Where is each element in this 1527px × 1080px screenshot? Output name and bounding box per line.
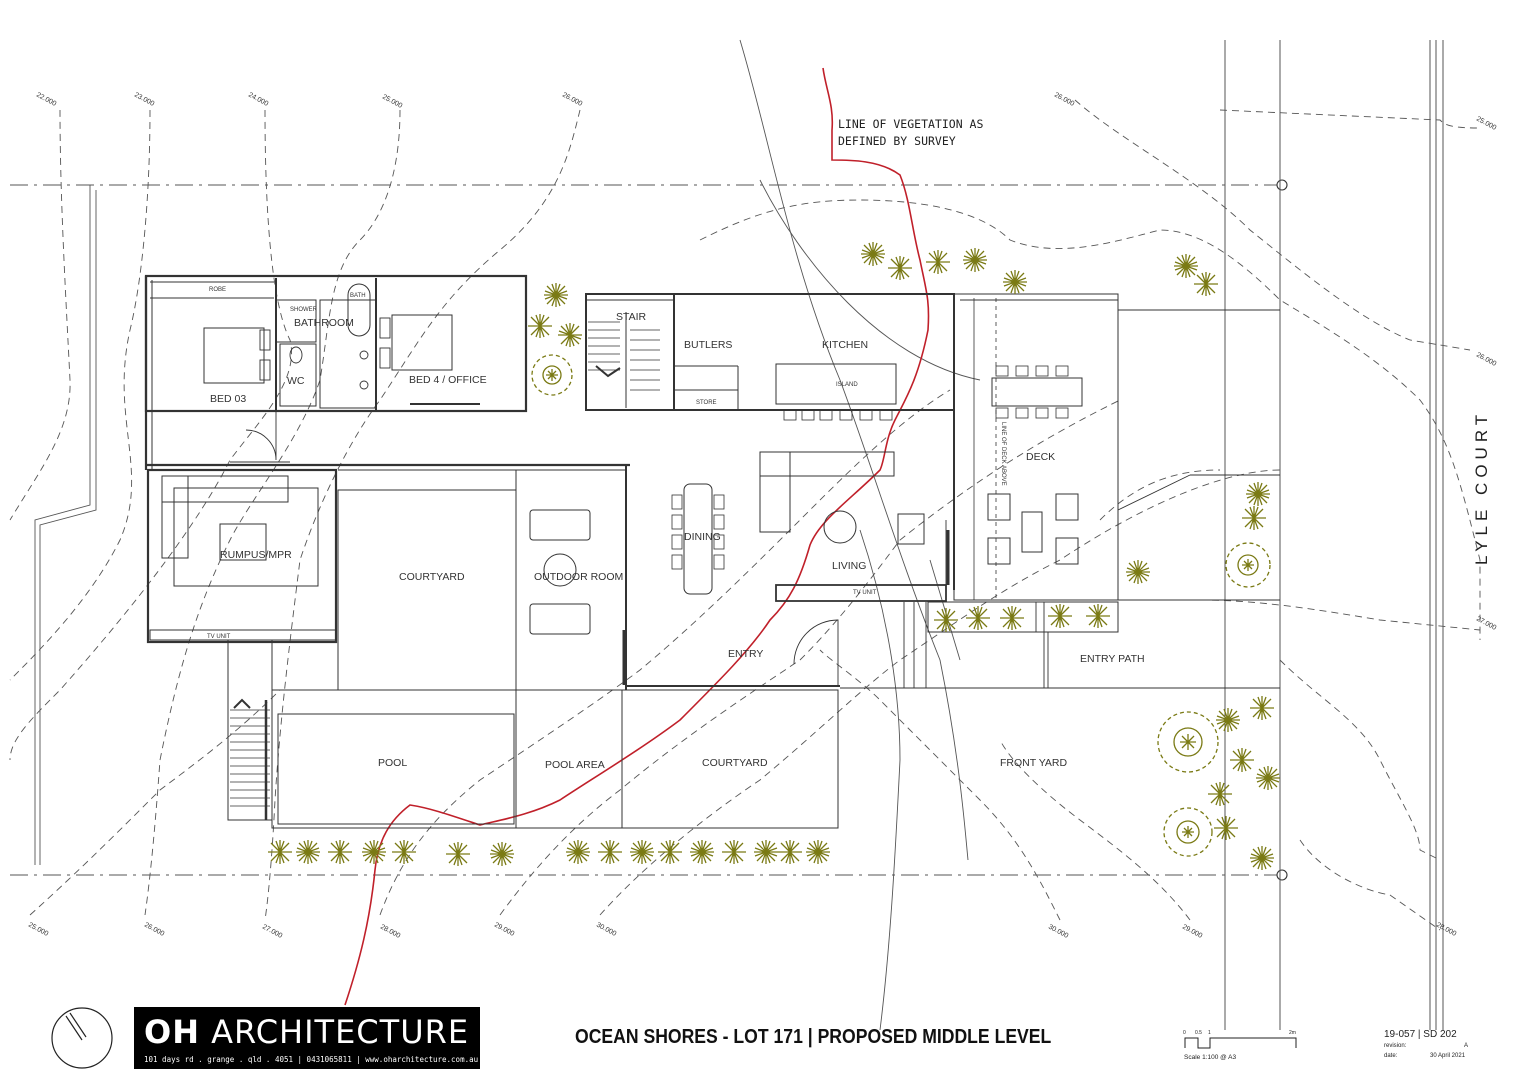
label-bath: BATH [350, 293, 366, 299]
room-labels: ROBE SHOWER BATH BATHROOM WC BED 03 BED … [207, 287, 1145, 771]
label-deck: DECK [1026, 451, 1055, 463]
contour-labels: 22.000 23.000 24.000 25.000 26.000 26.00… [27, 92, 1497, 940]
vegetation-line [344, 67, 930, 1006]
contour-label: 22.000 [35, 92, 57, 108]
contour-label: 25.000 [381, 94, 403, 110]
plants [268, 242, 1280, 870]
label-robe: ROBE [209, 287, 226, 293]
contour-label: 30.000 [595, 922, 617, 938]
date-label: date: [1384, 1053, 1398, 1059]
scale-bar-icon [1184, 1037, 1297, 1049]
label-living: LIVING [832, 560, 866, 572]
contour-label: 28.000 [379, 924, 401, 940]
scale-tick-05: 0.5 [1195, 1030, 1202, 1036]
contour-label: 28.000 [1435, 922, 1457, 938]
contour-label: 25.000 [27, 922, 49, 938]
label-island: ISLAND [836, 382, 858, 388]
contour-label: 26.000 [1053, 92, 1075, 108]
label-entry: ENTRY [728, 648, 763, 660]
label-pool-area: POOL AREA [545, 759, 605, 771]
street-name: LYLE COURT [1472, 410, 1491, 565]
label-shower: SHOWER [290, 307, 318, 313]
label-bathroom: BATHROOM [294, 317, 354, 329]
label-dining: DINING [684, 531, 721, 543]
label-rumpus: RUMPUS/MPR [220, 549, 292, 561]
site-lines [34, 39, 981, 1031]
vegetation-note-line-2: DEFINED BY SURVEY [838, 134, 956, 148]
contour-lines [9, 99, 1481, 931]
scale-tick-1: 1 [1208, 1030, 1211, 1036]
label-butlers: BUTLERS [684, 339, 732, 351]
firm-name-rest: ARCHITECTURE [199, 1013, 470, 1051]
contour-label: 25.000 [1475, 116, 1497, 132]
label-courtyard-front: COURTYARD [702, 757, 768, 769]
scale-tick-2: 2m [1289, 1030, 1296, 1036]
label-bed-03: BED 03 [210, 393, 246, 405]
label-entry-path: ENTRY PATH [1080, 653, 1145, 665]
firm-name: OH ARCHITECTURE [144, 1013, 469, 1051]
contour-label: 30.000 [1047, 924, 1069, 940]
contour-label: 26.000 [1475, 352, 1497, 368]
label-bed-4-office: BED 4 / OFFICE [409, 374, 487, 386]
label-courtyard-left: COURTYARD [399, 571, 465, 583]
contour-label: 29.000 [1181, 924, 1203, 940]
vegetation-note-line-1: LINE OF VEGETATION AS [838, 117, 983, 131]
contour-label: 24.000 [247, 92, 269, 108]
firm-name-bold: OH [144, 1013, 200, 1051]
label-line-of-deck-above: LINE OF DECK ABOVE [1000, 422, 1006, 486]
label-outdoor-room: OUTDOOR ROOM [534, 571, 623, 583]
firm-logo: OH ARCHITECTURE 101 days rd . grange . q… [134, 1007, 480, 1069]
label-store: STORE [696, 400, 717, 406]
label-wc: WC [287, 375, 305, 387]
building-walls [144, 274, 1280, 829]
date-value: 30 April 2021 [1430, 1053, 1466, 1059]
scale-tick-0: 0 [1183, 1030, 1186, 1036]
boundary-peg [1276, 179, 1288, 191]
label-stair: STAIR [616, 311, 647, 323]
north-arrow-icon [51, 1007, 113, 1069]
contour-label: 26.000 [143, 922, 165, 938]
drawing-title: OCEAN SHORES - LOT 171 | PROPOSED MIDDLE… [575, 1026, 1052, 1048]
revision-value: A [1464, 1043, 1469, 1049]
boundary-peg [1276, 869, 1288, 881]
contour-label: 29.000 [493, 922, 515, 938]
boundary-dash-lines [10, 184, 1280, 876]
label-tv-unit-living: TV UNIT [853, 590, 877, 596]
contour-label: 23.000 [133, 92, 155, 108]
label-kitchen: KITCHEN [822, 339, 868, 351]
firm-address: 101 days rd . grange . qld . 4051 | 0431… [144, 1055, 479, 1064]
contour-label: 27.000 [261, 924, 283, 940]
revision-label: revision: [1384, 1043, 1407, 1049]
contour-label: 26.000 [561, 92, 583, 108]
label-front-yard: FRONT YARD [1000, 757, 1068, 769]
drawing-number: 19-057 | SD 202 [1384, 1029, 1457, 1040]
label-pool: POOL [378, 757, 407, 769]
label-tv-unit-rumpus: TV UNIT [207, 634, 231, 640]
road-lines [1224, 40, 1444, 1030]
scale-note: Scale 1:100 @ A3 [1184, 1054, 1237, 1061]
